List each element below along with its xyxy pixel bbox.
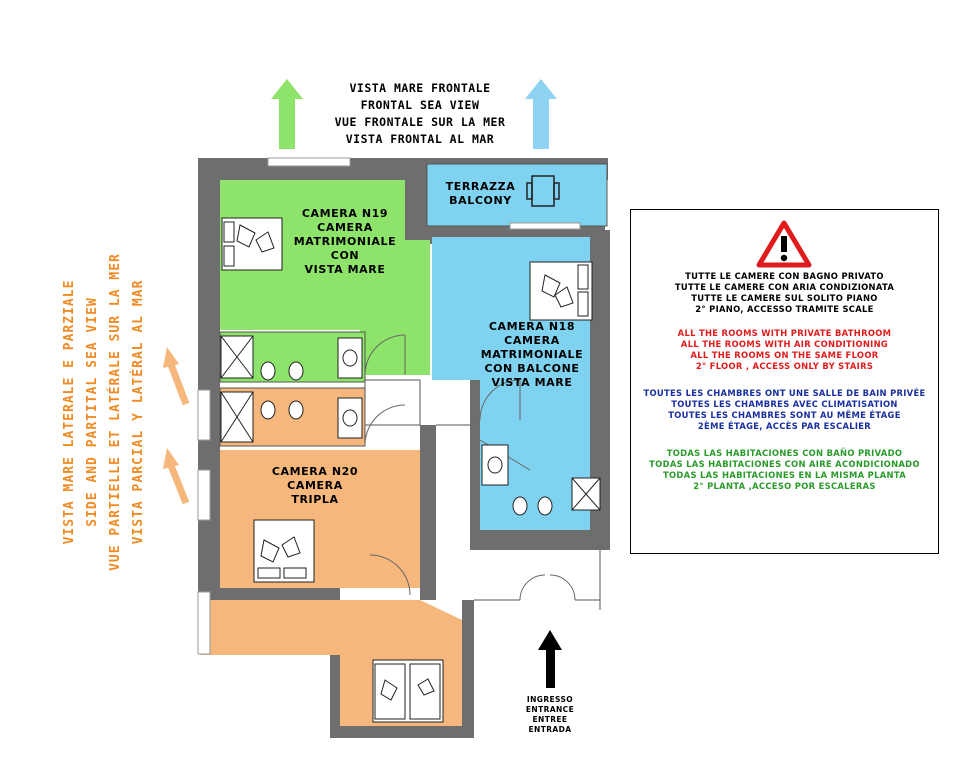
room-n18-label: CAMERA N18 CAMERA MATRIMONIALE CON BALCO… (467, 320, 597, 390)
room-n20-label: CAMERA N20 CAMERA TRIPLA (250, 465, 380, 507)
sea-view-line: FRONTAL SEA VIEW (360, 98, 480, 112)
orange-arrow-icon-bottom (163, 448, 190, 505)
info-spanish: TODAS LAS HABITACIONES CON BAÑO PRIVADO … (631, 448, 938, 492)
entrance-line: ENTRANCE (525, 705, 575, 714)
side-view-line: VISTA MARE LATERALE E PARZIALE (61, 279, 77, 545)
info-line: TUTTE LE CAMERE CON ARIA CONDIZIONATA (674, 282, 895, 292)
room-n19-line: CAMERA (317, 221, 373, 234)
info-line: 2° PIANO, ACCESSO TRAMITE SCALE (695, 304, 874, 314)
room-n19-label: CAMERA N19 CAMERA MATRIMONIALE CON VISTA… (275, 207, 415, 277)
warning-triangle-icon (756, 220, 812, 268)
sea-view-line: VISTA FRONTAL AL MAR (345, 132, 495, 146)
info-italian: TUTTE LE CAMERE CON BAGNO PRIVATO TUTTE … (631, 271, 938, 315)
room-n19-line: MATRIMONIALE (293, 235, 397, 248)
room-n18-line: CAMERA (504, 334, 560, 347)
room-n20-line: CAMERA (287, 479, 343, 492)
info-french: TOUTES LES CHAMBRES ONT UNE SALLE DE BAI… (631, 388, 938, 432)
info-line: TODAS LAS HABITACIONES CON BAÑO PRIVADO (666, 448, 903, 458)
info-line: TOUTES LES CHAMBRES ONT UNE SALLE DE BAI… (643, 388, 926, 398)
info-line: ALL THE ROOMS WITH AIR CONDITIONING (680, 339, 889, 349)
blue-up-arrow-icon (525, 79, 557, 149)
bed-icon-bottom (372, 659, 444, 723)
info-english: ALL THE ROOMS WITH PRIVATE BATHROOM ALL … (631, 328, 938, 372)
info-line: ALL THE ROOMS WITH PRIVATE BATHROOM (677, 328, 892, 338)
bed-icon-n18 (529, 261, 593, 321)
side-view-line: VUE PARTIELLE ET LATÉRALE SUR LA MER (107, 253, 123, 571)
info-line: TODAS LAS HABITACIONES CON AIRE ACONDICI… (649, 459, 920, 469)
info-box: TUTTE LE CAMERE CON BAGNO PRIVATO TUTTE … (630, 209, 939, 554)
entrance-label: INGRESSO ENTRANCE ENTREE ENTRADA (510, 695, 590, 735)
entrance-line: INGRESSO (526, 695, 574, 704)
info-line: 2ÈME ÉTAGE, ACCÈS PAR ESCALIER (697, 421, 872, 431)
sea-view-line: VUE FRONTALE SUR LA MER (334, 115, 506, 129)
green-up-arrow-icon (271, 79, 303, 149)
bed-icon-n19 (221, 217, 283, 271)
info-line: TUTTE LE CAMERE CON BAGNO PRIVATO (685, 271, 884, 281)
corridor (364, 379, 601, 610)
info-line: TODAS LAS HABITACIONES EN LA MISMA PLANT… (663, 470, 906, 480)
info-line: 2° FLOOR , ACCESS ONLY BY STAIRS (695, 361, 874, 371)
room-n19-line: CAMERA N19 (301, 207, 389, 220)
side-view-line: VISTA PARCIAL Y LATÉRAL AL MAR (130, 279, 146, 545)
room-n18-line: VISTA MARE (491, 376, 573, 389)
windows (197, 157, 581, 655)
terrace-label-line: BALCONY (449, 194, 512, 207)
bathroom-fixtures (220, 335, 601, 516)
table-icon (526, 175, 560, 207)
info-line: 2° PLANTA ,ACCESO POR ESCALERAS (693, 481, 876, 491)
info-line: TOUTES LES CHAMBRES AVEC CLIMATISATION (671, 399, 898, 409)
room-n18-line: CON BALCONE (484, 362, 580, 375)
sea-view-line: VISTA MARE FRONTALE (349, 81, 491, 95)
side-sea-view-label: VISTA MARE LATERALE E PARZIALE SIDE AND … (56, 222, 151, 602)
entrance-arrow-icon (538, 630, 562, 688)
entrance-line: ENTRADA (528, 725, 572, 734)
terrace-area (426, 163, 608, 227)
terrace-label-line: TERRAZZA (445, 180, 516, 193)
room-n20-line: TRIPLA (291, 493, 339, 506)
info-line: TUTTE LE CAMERE SUL SOLITO PIANO (691, 293, 878, 303)
entrance-line: ENTREE (532, 715, 568, 724)
info-line: TOUTES LES CHAMBRES SONT AU MÊME ÉTAGE (668, 410, 901, 420)
orange-arrow-icon-top (163, 347, 190, 406)
info-line: ALL THE ROOMS ON THE SAME FLOOR (690, 350, 879, 360)
bed-icon-n20 (253, 519, 315, 583)
room-n18-line: MATRIMONIALE (480, 348, 584, 361)
side-view-line: SIDE AND PARTITAL SEA VIEW (84, 297, 100, 527)
room-n18-line: CAMERA N18 (488, 320, 576, 333)
room-n19-line: VISTA MARE (304, 263, 386, 276)
room-n19-line: CON (330, 249, 360, 262)
room-n20-line: CAMERA N20 (271, 465, 359, 478)
terrace-label: TERRAZZA BALCONY (428, 180, 533, 208)
frontal-sea-view-label: VISTA MARE FRONTALE FRONTAL SEA VIEW VUE… (300, 80, 540, 148)
